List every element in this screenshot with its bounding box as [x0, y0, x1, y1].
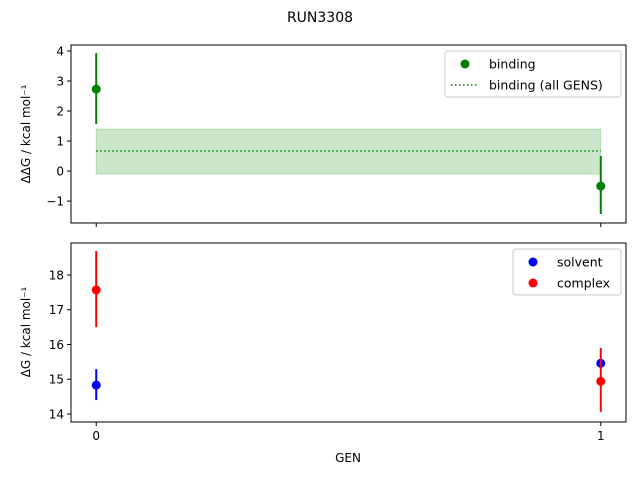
legend-label: complex — [557, 276, 610, 291]
bottom-panel: 14 15 16 17 18 0 1 solvent complex — [49, 242, 627, 443]
y-tick-label: 1 — [56, 135, 64, 149]
x-axis-label: GEN — [335, 451, 361, 465]
y-tick-label: −1 — [46, 195, 64, 209]
data-point — [596, 376, 606, 386]
data-point — [91, 84, 101, 94]
data-point — [91, 285, 101, 295]
legend-marker — [460, 59, 470, 69]
y-tick-label: 16 — [49, 338, 64, 352]
x-tick-label: 1 — [597, 429, 605, 443]
legend-label: solvent — [557, 255, 603, 270]
legend — [444, 50, 622, 98]
legend-label: binding — [489, 57, 536, 72]
y-tick-label: 17 — [49, 303, 64, 317]
x-tick-label: 0 — [92, 429, 100, 443]
legend-marker — [528, 278, 538, 288]
y-tick-label: 15 — [49, 373, 64, 387]
legend-label: binding (all GENS) — [489, 78, 603, 93]
y-tick-label: 4 — [56, 45, 64, 59]
axes-frame — [70, 44, 627, 224]
legend-marker — [528, 257, 538, 267]
y-tick-label: 18 — [49, 268, 64, 282]
axes-frame — [70, 242, 627, 423]
y-tick-label: 14 — [49, 408, 64, 422]
legend — [512, 248, 622, 296]
top-panel: −1 0 1 2 3 4 binding binding (all GENS) — [46, 44, 627, 227]
y-tick-label: 0 — [56, 165, 64, 179]
chart-title: RUN3308 — [287, 10, 353, 26]
y-tick-label: 3 — [56, 75, 64, 89]
data-point — [596, 181, 606, 191]
bottom-ylabel: ΔG / kcal mol⁻¹ — [19, 286, 33, 377]
data-point — [91, 380, 101, 390]
y-tick-label: 2 — [56, 105, 64, 119]
top-ylabel: ΔΔG / kcal mol⁻¹ — [19, 84, 33, 183]
